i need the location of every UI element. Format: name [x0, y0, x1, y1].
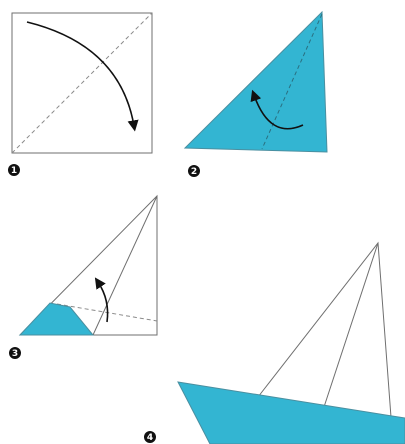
step-3-number: 3 [12, 349, 18, 359]
step-2-number: 2 [191, 167, 197, 177]
step-2-folded-triangle [183, 10, 328, 153]
step-4-number-badge: 4 [144, 431, 156, 443]
step-4-hull [177, 381, 405, 444]
step-3-fold-arrow [94, 277, 109, 323]
step-1-number: 1 [11, 166, 17, 176]
step-2-fold-line [261, 13, 323, 150]
step-4-number: 4 [147, 433, 153, 443]
step-1-diagonal-fold-line [11, 12, 153, 154]
step-1-panel: 1 [8, 12, 153, 176]
step-2-panel: 2 [183, 10, 328, 177]
step-4-panel: 4 [144, 241, 405, 444]
step-3-colored-corner [18, 302, 95, 336]
step-1-number-badge: 1 [8, 164, 20, 176]
step-4-sail-fold-line [322, 242, 379, 411]
step-2-number-badge: 2 [188, 165, 200, 177]
step-3-number-badge: 3 [9, 347, 21, 359]
step-3-inner-fold-edge [92, 195, 158, 336]
step-1-fold-arrow [26, 21, 139, 132]
step-2-fold-arrow [250, 89, 304, 130]
step-3-panel: 3 [9, 194, 158, 359]
